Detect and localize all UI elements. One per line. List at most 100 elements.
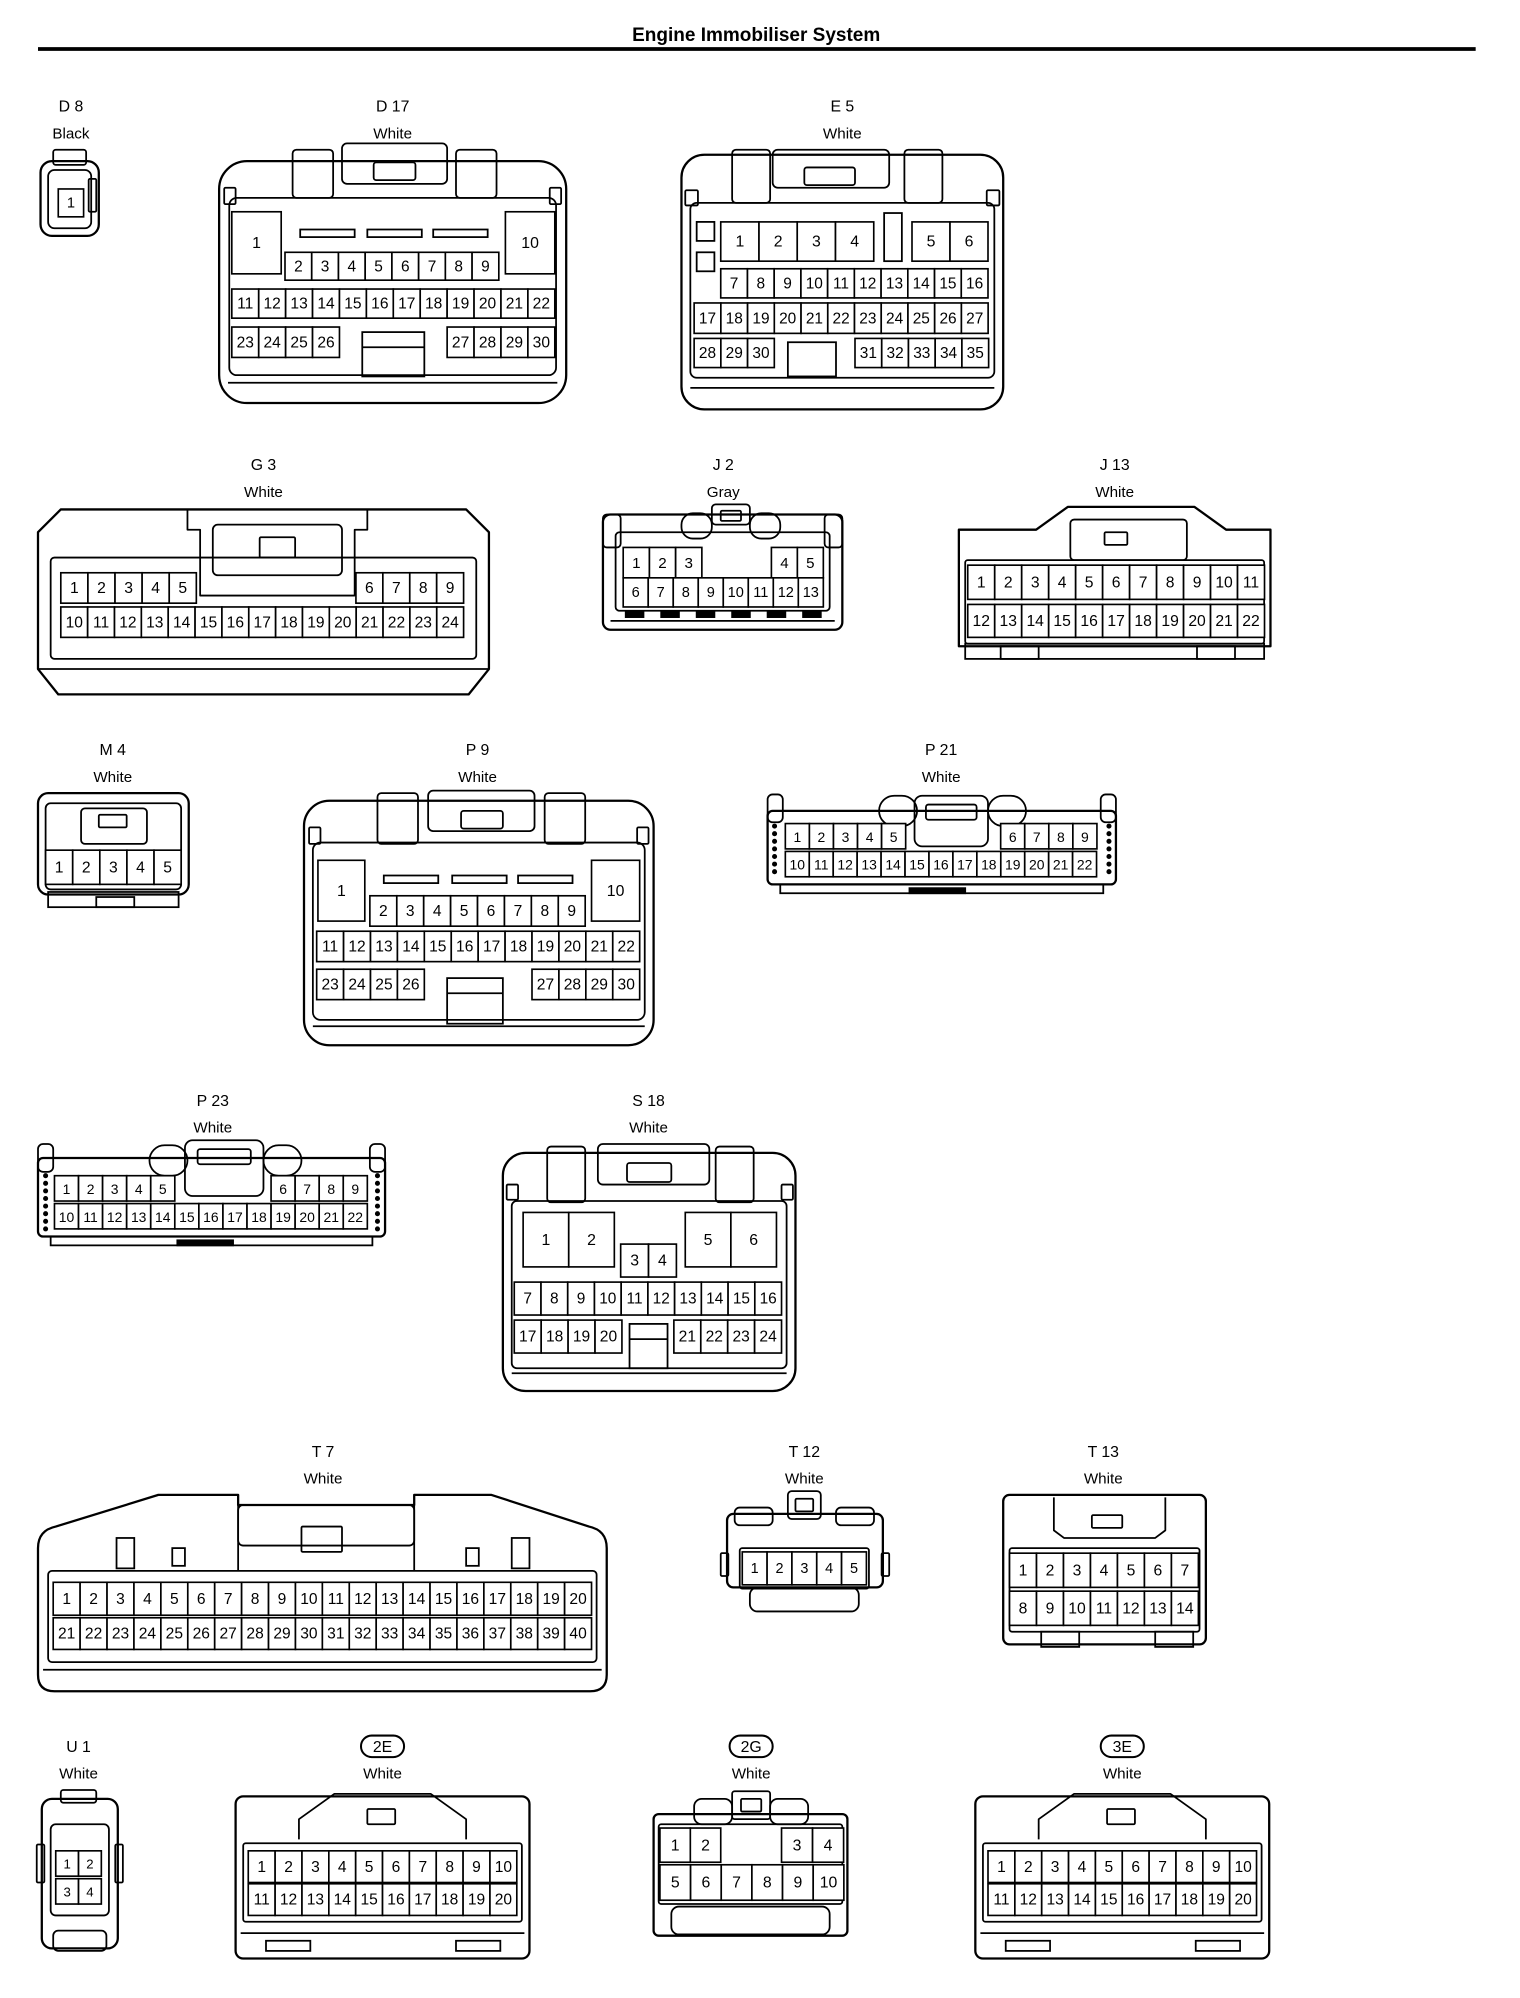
pin-number: 11 xyxy=(833,275,849,292)
pin-box xyxy=(1089,1590,1119,1627)
pin-box xyxy=(826,267,856,299)
pin-box xyxy=(620,1281,649,1316)
pin-number: 8 xyxy=(1166,574,1175,591)
pin-cell: 7 xyxy=(1128,564,1158,601)
pin-cell: 5 xyxy=(1074,564,1104,601)
pin-cell: 7 xyxy=(1148,1850,1177,1884)
housing-detail xyxy=(1052,1497,1167,1539)
pin-cell: 2 xyxy=(79,1581,108,1617)
pin-number: 7 xyxy=(1033,829,1041,845)
pin-cell: 9 xyxy=(1072,822,1098,850)
housing-detail xyxy=(451,874,508,884)
pin-number: 9 xyxy=(351,1181,359,1197)
pin-cell: 15 xyxy=(1047,603,1077,639)
pin-cell: 4 xyxy=(141,571,171,604)
pin-number: 9 xyxy=(481,258,490,275)
pin-cell: 7 xyxy=(1023,822,1050,850)
pin-cell: 1 xyxy=(719,221,760,262)
pin-box xyxy=(1047,564,1077,601)
pin-number: 4 xyxy=(1100,1562,1109,1579)
pin-cell: 16 xyxy=(753,1281,783,1316)
pin-cell: 2 xyxy=(284,251,313,281)
pin-cell: 8 xyxy=(1047,822,1074,850)
pin-number: 20 xyxy=(299,1209,315,1225)
connector-code: T 12 xyxy=(789,1444,820,1461)
pin-number: 13 xyxy=(1149,1600,1167,1617)
pin-cell: 3 xyxy=(310,251,340,281)
pin-box xyxy=(689,1827,722,1864)
housing-detail xyxy=(308,826,322,845)
pin-number: 6 xyxy=(365,580,374,597)
pin-box xyxy=(141,571,171,604)
pin-cell: 6 xyxy=(949,221,989,262)
pin-number: 17 xyxy=(1107,613,1124,630)
pin-number: 18 xyxy=(546,1329,563,1346)
pin-number: 20 xyxy=(495,1892,513,1909)
pin-box xyxy=(257,326,287,359)
pin-cell: 6 xyxy=(1143,1552,1173,1589)
housing-detail xyxy=(228,196,557,377)
pin-number: 5 xyxy=(163,859,172,876)
pin-number: 6 xyxy=(965,234,974,251)
pin-number: 11 xyxy=(328,1591,344,1608)
pin-number: 10 xyxy=(1215,574,1233,591)
pin-cell: 3 xyxy=(1020,564,1050,601)
junction-code-badge xyxy=(1099,1734,1145,1759)
housing-detail xyxy=(427,789,536,833)
pin-cell: 13 xyxy=(140,606,170,639)
pin-cell: 11 xyxy=(321,1581,351,1617)
pin-cell: 2 xyxy=(71,849,101,886)
pin-cell: 1 xyxy=(247,1850,276,1884)
pin-number: 19 xyxy=(752,310,769,327)
pin-box xyxy=(746,302,776,335)
pin-box xyxy=(934,337,963,369)
pin-box xyxy=(315,968,345,1001)
housing-detail xyxy=(546,1145,587,1204)
pin-cell: 4 xyxy=(1067,1850,1097,1884)
pin-number: 5 xyxy=(1105,1859,1114,1876)
pin-cell: 1 xyxy=(659,1827,692,1864)
pin-cell: 13 xyxy=(284,288,314,319)
connector-color: Black xyxy=(52,125,90,142)
pin-cell: 34 xyxy=(402,1616,431,1651)
pin-box xyxy=(500,288,529,319)
pin-number: 3 xyxy=(321,258,330,275)
housing-detail xyxy=(299,228,356,238)
pin-cell: 9 xyxy=(557,894,587,927)
pin-cell: 10 xyxy=(784,850,811,878)
pin-number: 3 xyxy=(842,829,850,845)
connector-color: White xyxy=(304,1471,343,1488)
pin-cell: 30 xyxy=(527,326,556,359)
pin-cell: 27 xyxy=(213,1616,243,1651)
pin-cell: 18 xyxy=(246,1202,272,1230)
housing-detail xyxy=(300,1525,343,1553)
housing-detail xyxy=(802,611,822,618)
pin-number: 18 xyxy=(981,857,997,873)
connector-code: J 13 xyxy=(1100,457,1130,474)
pin-cell: 7 xyxy=(294,1174,321,1202)
pin-number: 15 xyxy=(1053,613,1071,630)
pin-cell: 6 xyxy=(689,1863,723,1902)
pin-number: 14 xyxy=(173,614,191,631)
pin-cell: 24 xyxy=(257,326,287,359)
pin-cell: 9 xyxy=(781,1863,815,1902)
pin-cell: 1 xyxy=(622,546,651,579)
pin-cell: 19 xyxy=(999,850,1026,878)
pin-cell: 20 xyxy=(473,288,502,319)
pin-number: 2 xyxy=(587,1232,596,1249)
pin-cell: 19 xyxy=(1202,1882,1231,1917)
pin-number: 24 xyxy=(759,1329,777,1346)
pin-box xyxy=(611,968,641,1001)
pin-number: 20 xyxy=(779,310,796,327)
pin-cell: 2 xyxy=(274,1850,303,1884)
pin-box xyxy=(797,577,825,608)
pin-cell: 20 xyxy=(294,1202,321,1230)
pin-cell: 14 xyxy=(906,267,936,299)
pin-cell: 11 xyxy=(620,1281,649,1316)
pin-cell: 14 xyxy=(167,606,196,639)
pin-box xyxy=(530,894,560,927)
housing-detail xyxy=(366,1808,397,1826)
housing-detail xyxy=(291,148,335,199)
